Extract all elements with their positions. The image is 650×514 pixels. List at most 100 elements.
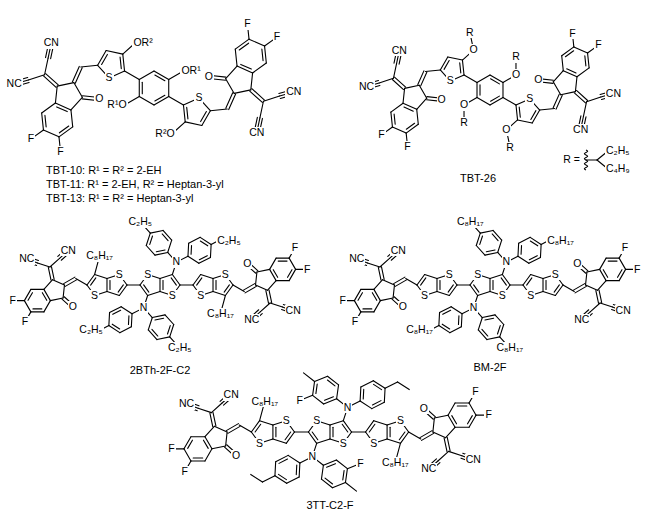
bond — [343, 470, 344, 479]
bond — [372, 402, 384, 408]
bond — [55, 103, 71, 110]
bond — [420, 431, 432, 438]
atom-label: N — [139, 302, 149, 314]
bond — [406, 279, 417, 286]
atom-label: N — [502, 256, 512, 268]
bond — [269, 290, 272, 303]
atom-label: O — [419, 403, 429, 415]
atom-label: C₈H₁₇ — [250, 396, 279, 408]
bond — [235, 39, 249, 49]
atom-label: C₈H₁₇ — [495, 342, 524, 354]
bond — [262, 476, 274, 482]
bond — [123, 54, 125, 71]
bond — [545, 281, 546, 290]
bond — [199, 256, 207, 260]
bond — [91, 278, 96, 285]
atom-label: C₂H₅ — [167, 342, 192, 354]
atom-label: S — [115, 269, 124, 281]
bond — [433, 432, 446, 438]
bond — [165, 315, 174, 325]
atom-label: NC — [573, 314, 590, 326]
bond — [289, 269, 295, 280]
bond — [274, 462, 276, 476]
bond — [606, 280, 619, 281]
atom-label: O — [437, 94, 447, 106]
bond — [470, 285, 478, 296]
bond — [448, 285, 453, 292]
bond — [273, 270, 277, 278]
bond — [518, 120, 533, 123]
bond — [205, 426, 214, 436]
bond — [71, 97, 82, 110]
bond — [128, 316, 130, 325]
bond — [253, 63, 267, 73]
bond — [139, 80, 140, 97]
bond — [45, 58, 49, 75]
bond — [374, 421, 387, 425]
bond — [155, 318, 164, 320]
bond — [270, 258, 276, 269]
bond — [361, 289, 374, 290]
bond — [527, 278, 532, 285]
bond — [492, 234, 498, 241]
bond — [399, 432, 405, 440]
bond — [352, 431, 366, 432]
bond — [503, 98, 516, 106]
bond — [394, 277, 405, 284]
bond — [313, 395, 324, 404]
bond — [44, 289, 51, 300]
bond — [387, 425, 388, 439]
bond — [42, 113, 44, 130]
bond — [361, 381, 373, 387]
bond — [530, 241, 537, 246]
bond — [404, 107, 413, 111]
bond — [288, 270, 292, 278]
atom-label: S — [90, 290, 99, 302]
bond — [363, 308, 372, 309]
atom-label: S — [525, 93, 534, 105]
bond — [59, 127, 73, 137]
bond — [308, 432, 316, 443]
bond — [360, 387, 362, 401]
bond — [476, 245, 485, 255]
bond — [380, 298, 393, 301]
bond — [288, 455, 300, 463]
bond — [555, 285, 563, 296]
bond — [587, 269, 600, 272]
bond — [239, 43, 248, 50]
bond — [498, 240, 502, 252]
bond — [567, 69, 576, 73]
bond — [42, 293, 46, 301]
bond — [418, 71, 424, 85]
bond — [212, 279, 213, 292]
bond — [392, 127, 406, 133]
substituent-note: TBT-10: R¹ = R² = 2-EH — [45, 164, 163, 176]
atom-label: NC — [358, 81, 375, 93]
bond — [211, 403, 221, 412]
atom-label: O — [94, 93, 104, 105]
bond — [201, 112, 207, 122]
bond — [502, 83, 503, 98]
bond — [226, 432, 227, 446]
bond — [266, 291, 269, 304]
atom-label: R²O — [154, 128, 175, 140]
bond — [213, 292, 225, 296]
bond — [205, 449, 212, 461]
bond — [575, 77, 577, 92]
bond — [243, 284, 254, 291]
atom-label: S — [473, 269, 482, 281]
bond — [313, 381, 315, 395]
bond — [142, 82, 143, 94]
bond — [383, 280, 395, 285]
atom-label: C₂H₅ — [128, 216, 153, 228]
bond — [33, 308, 42, 309]
bond — [200, 241, 207, 246]
bond — [438, 451, 448, 460]
bond — [510, 284, 523, 285]
bond — [406, 123, 414, 129]
atom-label: C₈H₁₇ — [456, 216, 485, 228]
atom-label: NC — [348, 253, 365, 265]
atom-label: F — [484, 409, 492, 421]
bond — [540, 108, 555, 110]
bond — [210, 413, 213, 427]
